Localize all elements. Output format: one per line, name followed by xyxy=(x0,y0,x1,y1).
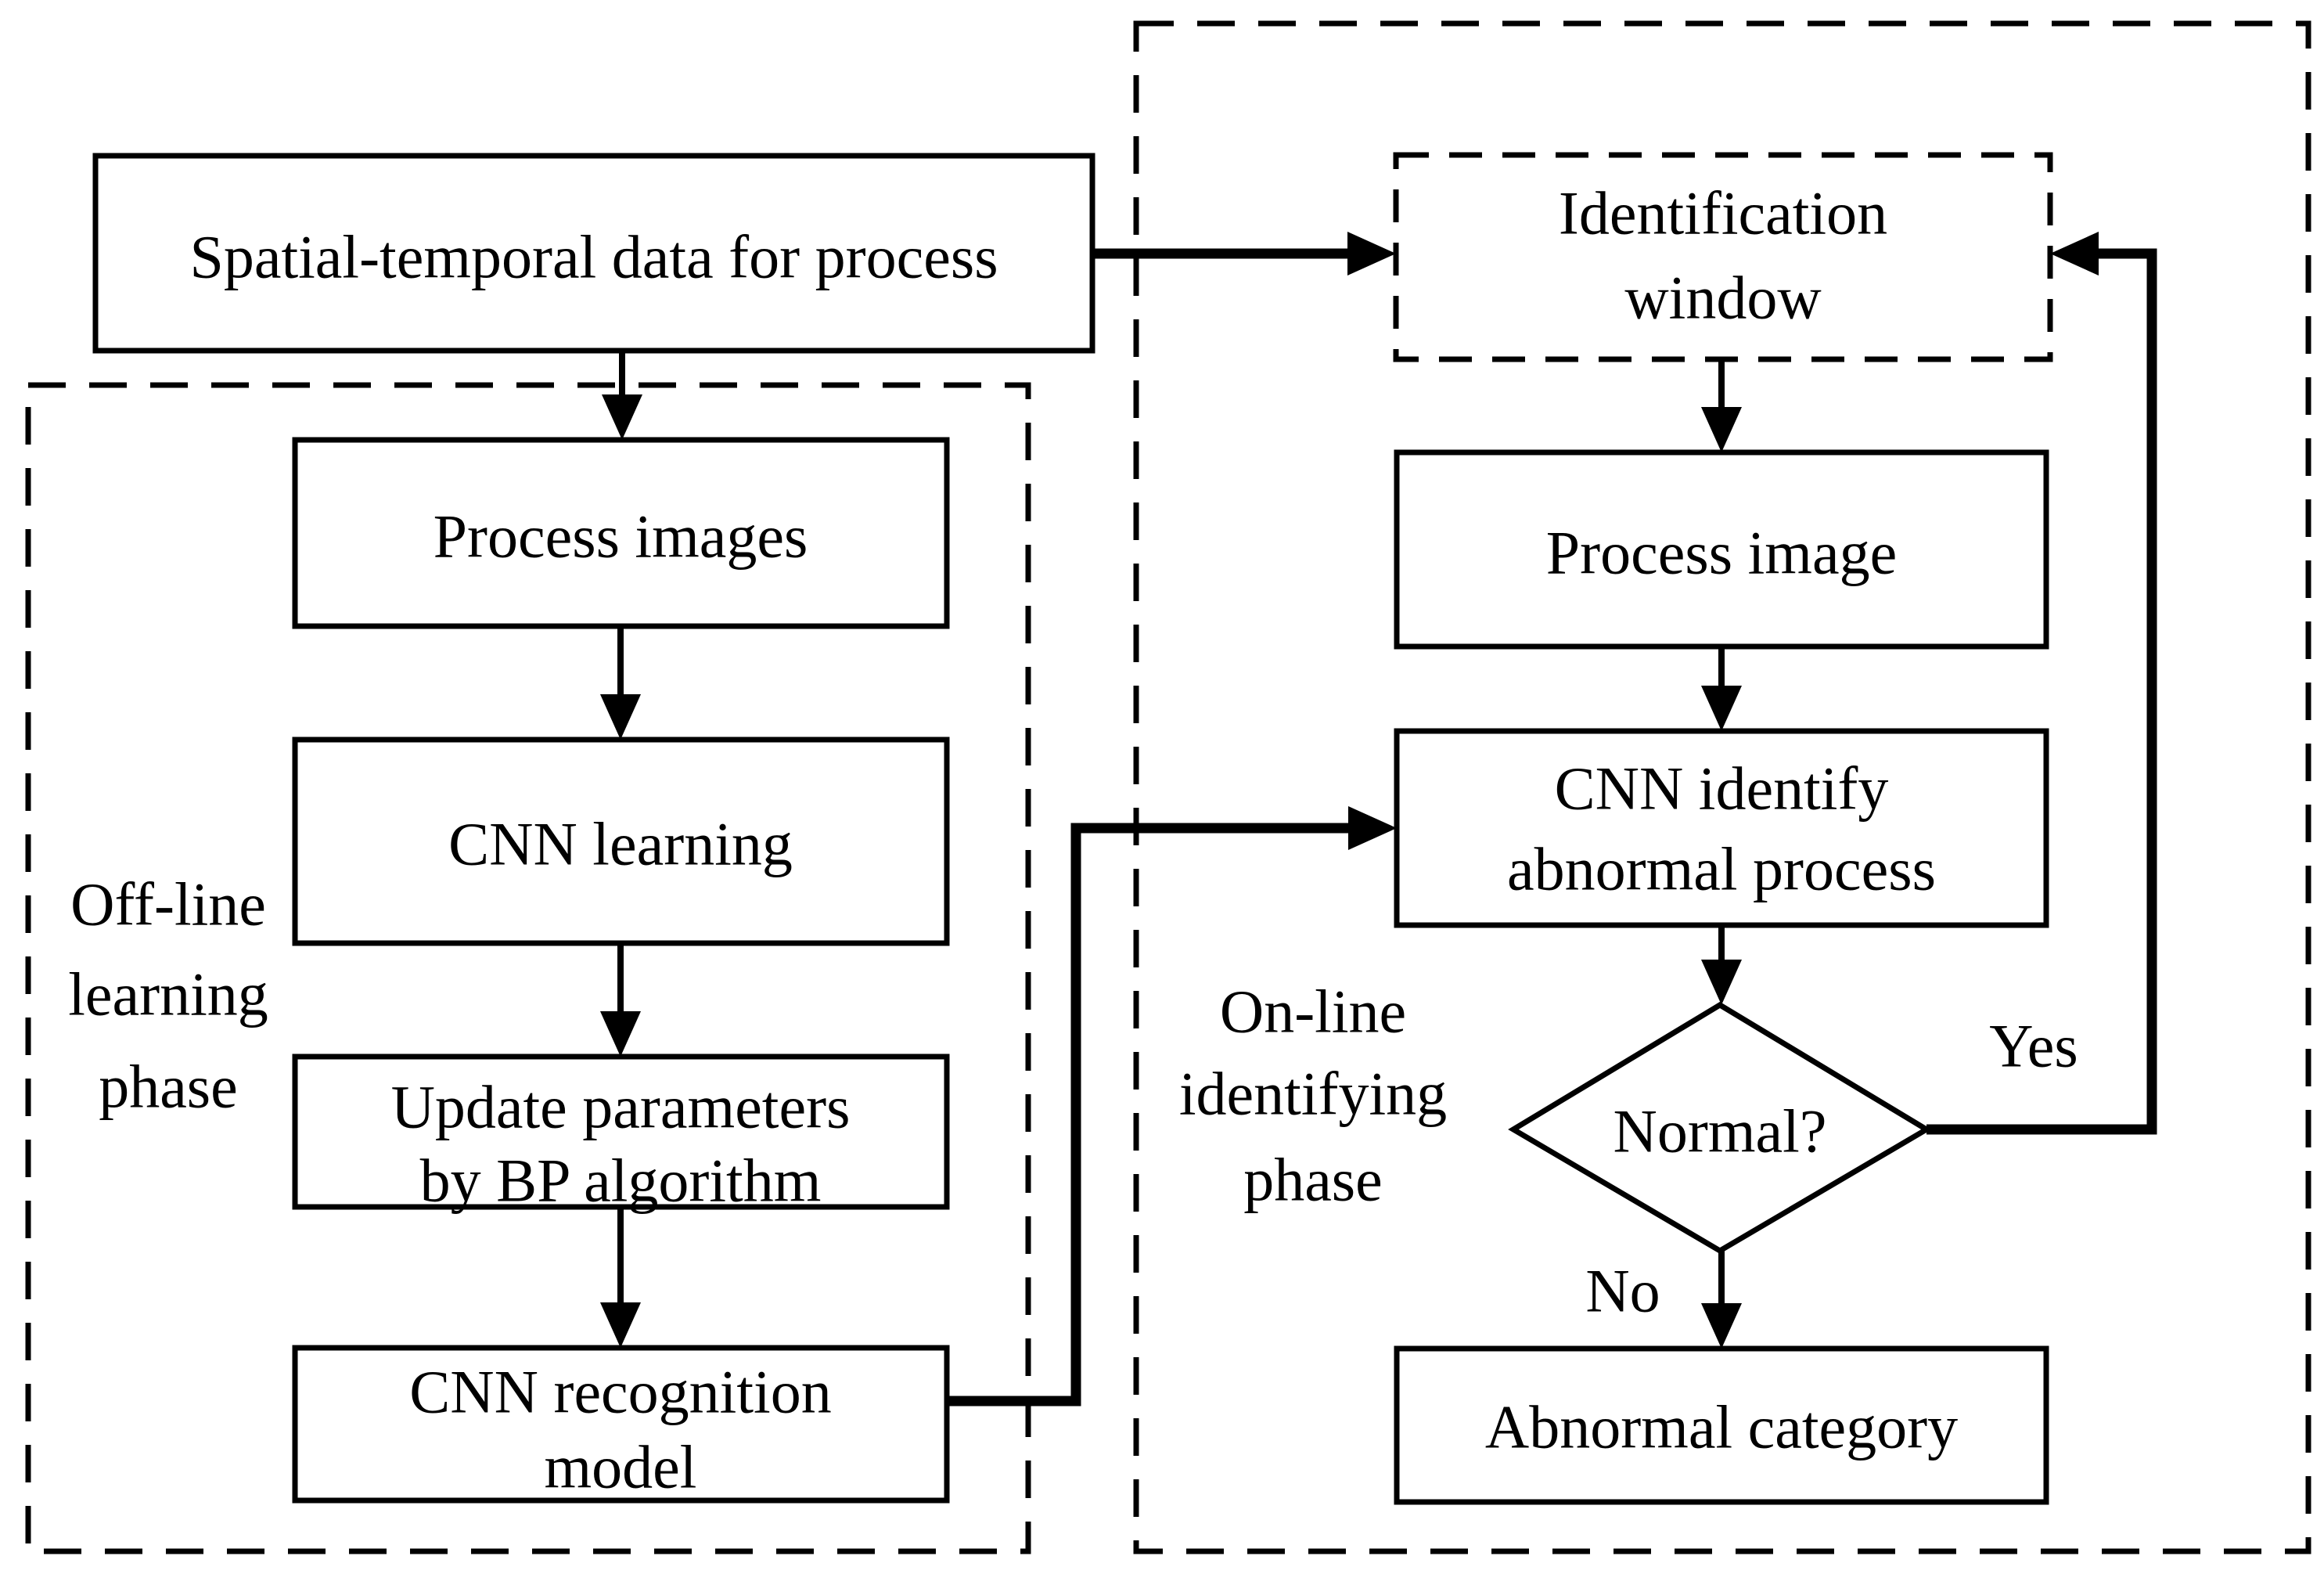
arrow-update-to-cnn-recognition-head xyxy=(600,1302,641,1348)
update-parameters-label-line1: Update parameters xyxy=(391,1073,851,1141)
identification-window-label-line1: Identification xyxy=(1559,179,1887,247)
abnormal-category-box xyxy=(1394,1345,2049,1505)
connector-cnn-recognition-to-cnn-identify xyxy=(947,823,1354,1407)
connector-yes-feedback-head xyxy=(2050,232,2099,276)
normal-decision-diamond xyxy=(1508,1001,1932,1255)
offline-phase-label-line2: learning xyxy=(68,960,268,1028)
online-phase-label-line3: phase xyxy=(1243,1146,1383,1214)
normal-decision-label: Normal? xyxy=(1613,1097,1827,1165)
cnn-recognition-label-line2: model xyxy=(545,1433,697,1501)
arrow-identification-to-process-image-head xyxy=(1701,407,1742,452)
process-images-label: Process images xyxy=(434,502,808,571)
arrow-cnn-identify-to-decision-head xyxy=(1701,960,1742,1005)
identification-window-box xyxy=(1393,152,2053,362)
cnn-learning-label: CNN learning xyxy=(448,810,793,878)
connector-yes-feedback xyxy=(1926,248,2157,1135)
arrow-decision-to-abnormal-head xyxy=(1701,1303,1742,1349)
process-images-box xyxy=(292,437,950,629)
arrow-spatial-to-identification-head xyxy=(1347,232,1396,276)
connector-cnn-recognition-to-cnn-identify-head xyxy=(1348,806,1397,850)
arrow-process-image-to-cnn-identify-head xyxy=(1701,686,1742,731)
spatial-data-label: Spatial-temporal data for process xyxy=(189,223,998,291)
offline-phase-label-line3: phase xyxy=(99,1053,238,1121)
cnn-learning-box xyxy=(292,737,950,946)
cnn-identify-label-line2: abnormal process xyxy=(1507,835,1936,903)
cnn-recognition-box xyxy=(292,1345,950,1504)
arrow-cnn-learning-to-update-head xyxy=(600,1011,641,1057)
online-phase-container xyxy=(1133,20,2311,1554)
cnn-recognition-label-line1: CNN recognition xyxy=(409,1358,831,1426)
spatial-data-box xyxy=(92,153,1095,354)
identification-window-label-line2: window xyxy=(1624,264,1821,332)
cnn-identify-label-line1: CNN identify xyxy=(1555,755,1889,823)
offline-phase-container xyxy=(25,382,1031,1554)
abnormal-category-label: Abnormal category xyxy=(1485,1393,1958,1461)
update-parameters-label-line2: by BP algorithm xyxy=(420,1147,822,1215)
process-image-label: Process image xyxy=(1546,519,1897,587)
process-image-box xyxy=(1394,449,2049,650)
update-parameters-box xyxy=(292,1054,950,1210)
arrow-spatial-to-process-images-head xyxy=(602,394,642,440)
online-phase-label-line2: identifying xyxy=(1179,1060,1447,1128)
online-phase-label-line1: On-line xyxy=(1220,978,1406,1046)
no-edge-label: No xyxy=(1585,1257,1660,1325)
yes-edge-label: Yes xyxy=(1989,1012,2078,1080)
arrow-process-images-to-cnn-learning-head xyxy=(600,694,641,740)
cnn-identify-box xyxy=(1394,728,2049,928)
offline-phase-label-line1: Off-line xyxy=(70,870,266,938)
